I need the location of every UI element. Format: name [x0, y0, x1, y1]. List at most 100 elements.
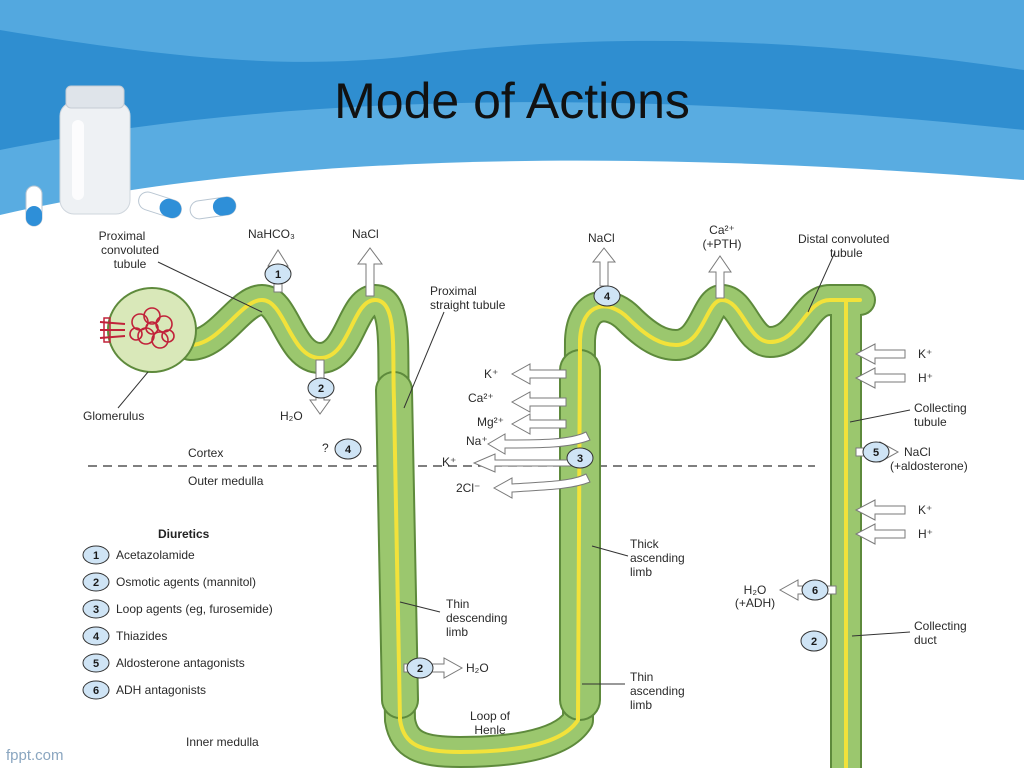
cortex-label: Cortex	[188, 446, 223, 460]
pill-bottle-icon	[59, 85, 131, 215]
svg-text:6: 6	[812, 585, 818, 597]
thick-ascending-label-3: limb	[630, 565, 652, 579]
proximal-convoluted-label-2: convoluted	[101, 243, 159, 257]
thin-ascending-label-2: ascending	[630, 684, 685, 698]
svg-text:5: 5	[873, 447, 879, 459]
brand-watermark: fppt.com	[6, 747, 64, 764]
legend-item-1: 1 Acetazolamide	[82, 545, 195, 565]
header-banner	[0, 0, 1024, 222]
h-cd-label: H⁺	[918, 527, 933, 541]
glomerulus-icon	[99, 287, 197, 373]
svg-text:1: 1	[93, 550, 99, 562]
collecting-duct-label-1: Collecting	[914, 619, 967, 633]
svg-text:Acetazolamide: Acetazolamide	[116, 548, 195, 562]
proximal-convoluted-label-3: tubule	[114, 257, 147, 271]
h-ct-label: H⁺	[918, 371, 933, 385]
legend-title: Diuretics	[158, 527, 210, 541]
badge-4-question: 4	[334, 438, 362, 460]
svg-text:2: 2	[93, 577, 99, 589]
inner-medulla-label: Inner medulla	[186, 735, 259, 749]
nacl-ct-label-1: NaCl	[904, 445, 931, 459]
svg-text:1: 1	[275, 269, 281, 281]
thin-descending-label-1: Thin	[446, 597, 469, 611]
nephron-tubule	[174, 284, 876, 768]
nacl-dct-label: NaCl	[588, 231, 615, 245]
question-mark: ?	[322, 441, 329, 455]
k-loop-label: K⁺	[484, 367, 498, 381]
svg-text:ADH antagonists: ADH antagonists	[116, 683, 206, 697]
svg-text:Ca²⁺(+PTH): Ca²⁺(+PTH)	[703, 223, 742, 251]
svg-text:2: 2	[318, 383, 324, 395]
svg-text:Thiazides: Thiazides	[116, 629, 167, 643]
thin-ascending-label-3: limb	[630, 698, 652, 712]
nacl-pct-label: NaCl	[352, 227, 379, 241]
svg-text:6: 6	[93, 685, 99, 697]
svg-text:3: 3	[93, 604, 99, 616]
nahco3-label: NaHCO₃	[248, 227, 295, 241]
k-ct-label: K⁺	[918, 347, 932, 361]
capsule-icon	[25, 185, 237, 227]
svg-text:4: 4	[93, 631, 100, 643]
thick-ascending-label-2: ascending	[630, 551, 685, 565]
svg-text:2: 2	[417, 663, 423, 675]
svg-text:H₂O(+ADH): H₂O(+ADH)	[735, 583, 775, 610]
h2o-top-label: H₂O	[280, 409, 303, 423]
badge-3-loop: 3	[566, 447, 594, 469]
ca-top-label-2: (+PTH)	[703, 237, 742, 251]
loop-of-henle-label-1: Loop of	[470, 709, 511, 723]
legend-item-2: 2 Osmotic agents (mannitol)	[82, 572, 256, 592]
k2-loop-label: K⁺	[442, 455, 456, 469]
collecting-duct-label-2: duct	[914, 633, 937, 647]
h2o-adh-label-1: H₂O	[744, 583, 767, 597]
svg-text:NaCl(+aldosterone): NaCl(+aldosterone)	[890, 445, 968, 473]
badge-4-dct: 4	[593, 285, 621, 307]
site-badges: 1 2 4 4 3 5 6 2 2	[264, 263, 890, 679]
proximal-straight-label-2: straight tubule	[430, 298, 506, 312]
badge-2-top: 2	[307, 377, 335, 399]
flux-arrows	[267, 247, 906, 679]
svg-text:Osmotic agents (mannitol): Osmotic agents (mannitol)	[116, 575, 256, 589]
glomerulus-label: Glomerulus	[83, 409, 144, 423]
legend-item-4: 4 Thiazides	[82, 626, 167, 646]
k-cd-label: K⁺	[918, 503, 932, 517]
nacl-ct-label-2: (+aldosterone)	[890, 459, 968, 473]
distal-convoluted-label-2: tubule	[830, 246, 863, 260]
outer-medulla-label: Outer medulla	[188, 474, 264, 488]
h2o-adh-label-2: (+ADH)	[735, 596, 775, 610]
collecting-tubule-label-2: tubule	[914, 415, 947, 429]
diuretics-legend: Diuretics 1 Acetazolamide 2 Osmotic agents…	[82, 527, 273, 700]
badge-6-adh: 6	[801, 579, 829, 601]
h2o-loop-label: H₂O	[466, 661, 489, 675]
badge-2-cd: 2	[800, 630, 828, 652]
collecting-tubule-label-1: Collecting	[914, 401, 967, 415]
thin-descending-label-3: limb	[446, 625, 468, 639]
svg-text:3: 3	[577, 453, 583, 465]
badge-1: 1	[264, 263, 292, 285]
loop-of-henle-label-2: Henle	[474, 723, 506, 737]
ion-labels: NaHCO₃ NaCl H₂O NaCl Ca²⁺(+PTH) K⁺ Ca²⁺ …	[248, 223, 968, 675]
legend-item-3: 3 Loop agents (eg, furosemide)	[82, 599, 273, 619]
ca-top-label-1: Ca²⁺	[709, 223, 735, 237]
thick-ascending-label-1: Thick	[630, 537, 660, 551]
svg-text:Aldosterone antagonists: Aldosterone antagonists	[116, 656, 245, 670]
leader-lines	[117, 251, 911, 685]
page-title: Mode of Actions	[334, 73, 690, 129]
svg-text:Loop agents (eg, furosemide): Loop agents (eg, furosemide)	[116, 602, 273, 616]
badge-5-ct: 5	[862, 441, 890, 463]
badge-2-loop: 2	[406, 657, 434, 679]
ca-loop-label: Ca²⁺	[468, 391, 494, 405]
svg-text:4: 4	[345, 444, 352, 456]
proximal-straight-label-1: Proximal	[430, 284, 477, 298]
thin-ascending-label-1: Thin	[630, 670, 653, 684]
mg-loop-label: Mg²⁺	[477, 415, 504, 429]
proximal-convoluted-label-1: Proximal	[99, 229, 146, 243]
